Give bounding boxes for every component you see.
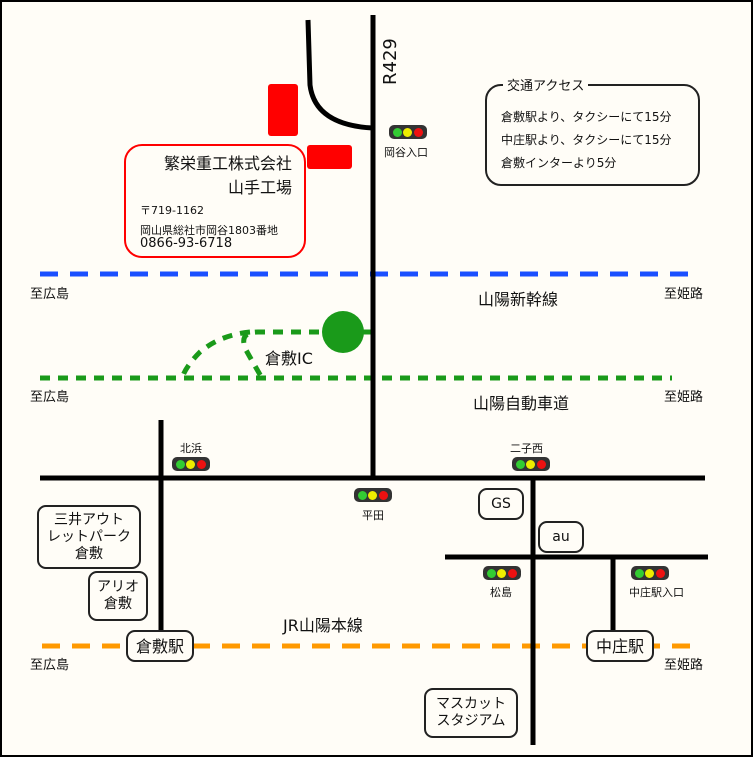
outlet-line: 倉敷 — [75, 545, 103, 562]
ic-marker — [322, 311, 364, 353]
traffic-light-icon — [512, 457, 550, 471]
access-line: 中庄駅より、タクシーにて15分 — [501, 133, 672, 147]
gas-station: GS — [478, 488, 524, 520]
company-name: 繁栄重工株式会社 — [163, 154, 292, 173]
postal-code: 〒719-1162 — [140, 204, 204, 217]
stadium-line: マスカット — [436, 696, 506, 712]
stadium: マスカットスタジアム — [424, 688, 518, 738]
ario-line: アリオ — [97, 579, 139, 595]
jr-label: JR山陽本線 — [283, 616, 363, 635]
access-title: 交通アクセス — [503, 75, 589, 94]
direction-east: 至姫路 — [664, 658, 704, 673]
nakasho-station: 中庄駅 — [586, 630, 654, 662]
access-line: 倉敷インターより5分 — [501, 156, 617, 170]
direction-west: 至広島 — [30, 390, 70, 405]
direction-west: 至広島 — [30, 287, 70, 302]
kurashiki-station: 倉敷駅 — [126, 630, 194, 662]
shinkansen-label: 山陽新幹線 — [478, 290, 559, 309]
signal-matsushima: 松島 — [490, 586, 512, 599]
au-label: au — [552, 528, 570, 545]
signal-hirata: 平田 — [362, 509, 384, 522]
ic-label: 倉敷IC — [265, 349, 313, 368]
ario-line: 倉敷 — [104, 596, 132, 612]
access-line: 倉敷駅より、タクシーにて15分 — [501, 110, 672, 124]
traffic-light-icon — [354, 488, 392, 502]
signal-nakasho-eki: 中庄駅入口 — [629, 586, 684, 599]
direction-east: 至姫路 — [664, 390, 704, 405]
branch-name: 山手工場 — [227, 178, 292, 197]
outlet-line: レットパーク — [47, 528, 131, 545]
side-road — [305, 19, 374, 131]
ario: アリオ倉敷 — [88, 571, 148, 621]
traffic-light-icon — [631, 566, 669, 580]
signal-kitahama: 北浜 — [180, 442, 202, 455]
traffic-light-icon — [389, 125, 427, 139]
factory-building — [307, 145, 352, 169]
direction-east: 至姫路 — [664, 287, 704, 302]
direction-west: 至広島 — [30, 658, 70, 673]
gs-label: GS — [491, 495, 511, 512]
route-label: R429 — [380, 38, 401, 85]
station-label: 倉敷駅 — [135, 636, 184, 656]
signal-futagonishi: 二子西 — [510, 442, 543, 455]
traffic-light-icon — [483, 566, 521, 580]
company-box: 繁栄重工株式会社 山手工場 〒719-1162 岡山県総社市岡谷1803番地 0… — [124, 144, 306, 258]
factory-building — [268, 84, 298, 136]
outlet-park: 三井アウトレットパーク倉敷 — [37, 505, 141, 569]
access-box: 交通アクセス 倉敷駅より、タクシーにて15分 中庄駅より、タクシーにて15分 倉… — [485, 75, 700, 186]
ic-ramp-east — [241, 329, 373, 380]
outlet-line: 三井アウト — [54, 511, 124, 528]
expressway-label: 山陽自動車道 — [473, 394, 570, 413]
signal-okaya: 岡谷入口 — [384, 146, 428, 159]
stadium-line: スタジアム — [436, 713, 506, 729]
station-label: 中庄駅 — [595, 636, 644, 656]
phone: 0866-93-6718 — [140, 236, 233, 251]
ic-ramp-west — [179, 329, 251, 379]
traffic-light-icon — [172, 457, 210, 471]
address: 岡山県総社市岡谷1803番地 — [140, 224, 278, 237]
au-shop: au — [538, 521, 584, 553]
